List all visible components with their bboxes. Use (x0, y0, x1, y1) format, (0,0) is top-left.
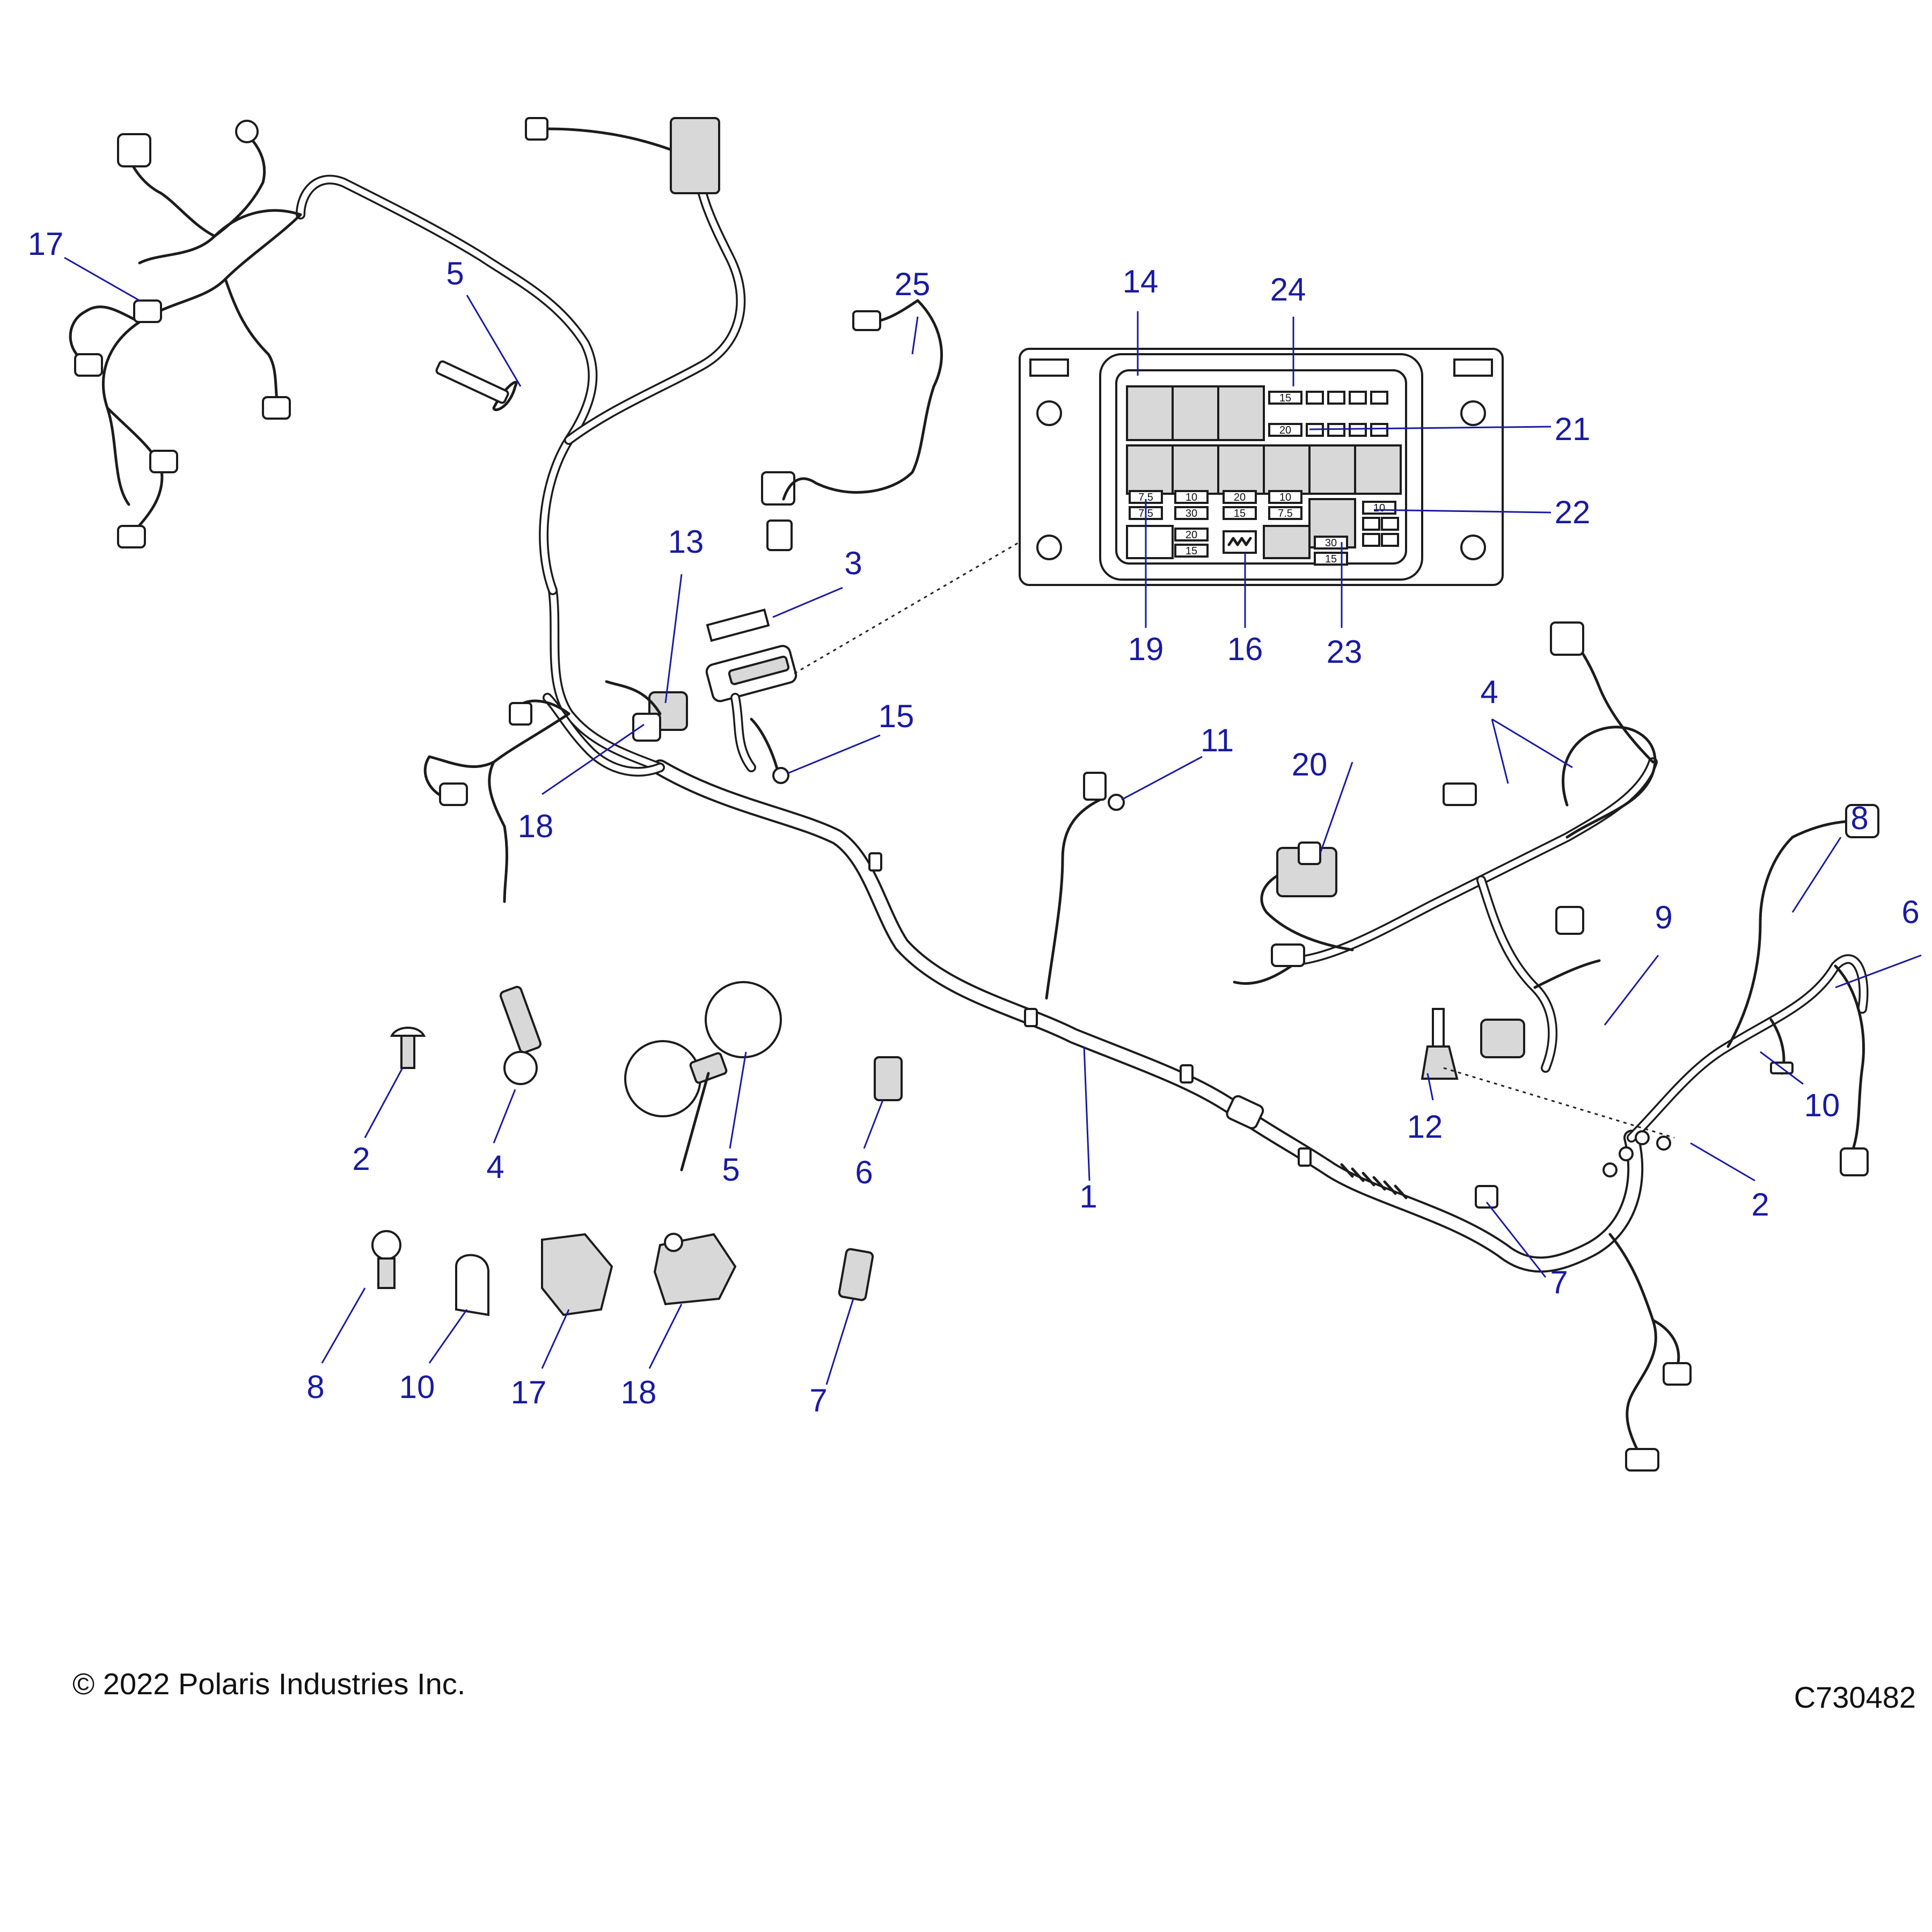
fuse-rating: 10 (1373, 502, 1385, 514)
callout-6: 6 (855, 1154, 873, 1190)
callout-11: 11 (1201, 722, 1234, 758)
callout-12: 12 (1407, 1109, 1443, 1145)
callout-17: 17 (28, 226, 64, 262)
ground-wire-11 (1045, 772, 1125, 1000)
fuse-rating: 20 (1185, 529, 1197, 541)
callout-1: 1 (1079, 1179, 1097, 1214)
callout-3: 3 (844, 545, 862, 581)
upper-left-harness (69, 117, 795, 595)
harness-25 (782, 299, 943, 501)
fuse-rating: 30 (1325, 537, 1337, 549)
callout-4: 4 (1480, 674, 1498, 710)
drawing-number: C730482 (1794, 1680, 1916, 1714)
right-harness (1233, 621, 1879, 1472)
fuse-box-detail-link (794, 541, 1020, 675)
callout-8: 8 (306, 1369, 324, 1405)
callout-6: 6 (1901, 894, 1919, 930)
fuse-rating: 15 (1279, 392, 1291, 404)
callout-2: 2 (352, 1141, 370, 1177)
fuse-box-detail: 15 20 7.5 10 20 10 7.5 30 15 7.5 10 20 1… (1019, 348, 1504, 586)
copyright-notice: © 2022 Polaris Industries Inc. (72, 1667, 466, 1701)
callout-7: 7 (1550, 1264, 1568, 1300)
callout-13: 13 (668, 524, 704, 560)
callout-10: 10 (399, 1369, 435, 1405)
fuse-rating: 20 (1234, 492, 1246, 503)
fuse-rating: 15 (1325, 553, 1337, 565)
callout-5: 5 (722, 1152, 740, 1188)
loose-parts (371, 981, 903, 1316)
callout-labels: 17 5 25 14 24 21 22 19 16 23 13 3 15 18 … (28, 226, 1920, 1418)
callout-15: 15 (879, 698, 914, 734)
callout-22: 22 (1555, 494, 1591, 530)
callout-18: 18 (621, 1374, 657, 1410)
fuse-rating: 10 (1185, 492, 1197, 503)
callout-24: 24 (1270, 272, 1306, 308)
callout-5: 5 (446, 255, 464, 291)
fuse-rating: 15 (1234, 508, 1246, 519)
fuse-rating: 10 (1279, 492, 1291, 503)
callout-19: 19 (1128, 631, 1164, 667)
fuse-rating: 15 (1185, 545, 1197, 557)
callout-7: 7 (809, 1382, 827, 1418)
callout-14: 14 (1123, 264, 1159, 299)
callout-18: 18 (518, 808, 554, 844)
callout-21: 21 (1555, 411, 1591, 447)
callout-10: 10 (1804, 1087, 1840, 1123)
callout-9: 9 (1655, 899, 1672, 935)
main-harness-trunk (548, 586, 1644, 1273)
leader-lines (64, 257, 1922, 1385)
callout-8: 8 (1850, 800, 1868, 836)
left-lower-harness (423, 608, 797, 903)
callout-2: 2 (1751, 1187, 1769, 1223)
callout-20: 20 (1292, 747, 1328, 782)
fuse-rating: 20 (1279, 425, 1291, 436)
fuse-rating: 7.5 (1138, 492, 1153, 503)
callout-4: 4 (486, 1149, 504, 1185)
fuse-rating: 7.5 (1278, 508, 1293, 519)
callout-23: 23 (1327, 634, 1363, 670)
callout-17: 17 (511, 1374, 547, 1410)
callout-25: 25 (895, 266, 931, 302)
callout-16: 16 (1227, 631, 1263, 667)
fuse-rating: 30 (1185, 508, 1197, 519)
